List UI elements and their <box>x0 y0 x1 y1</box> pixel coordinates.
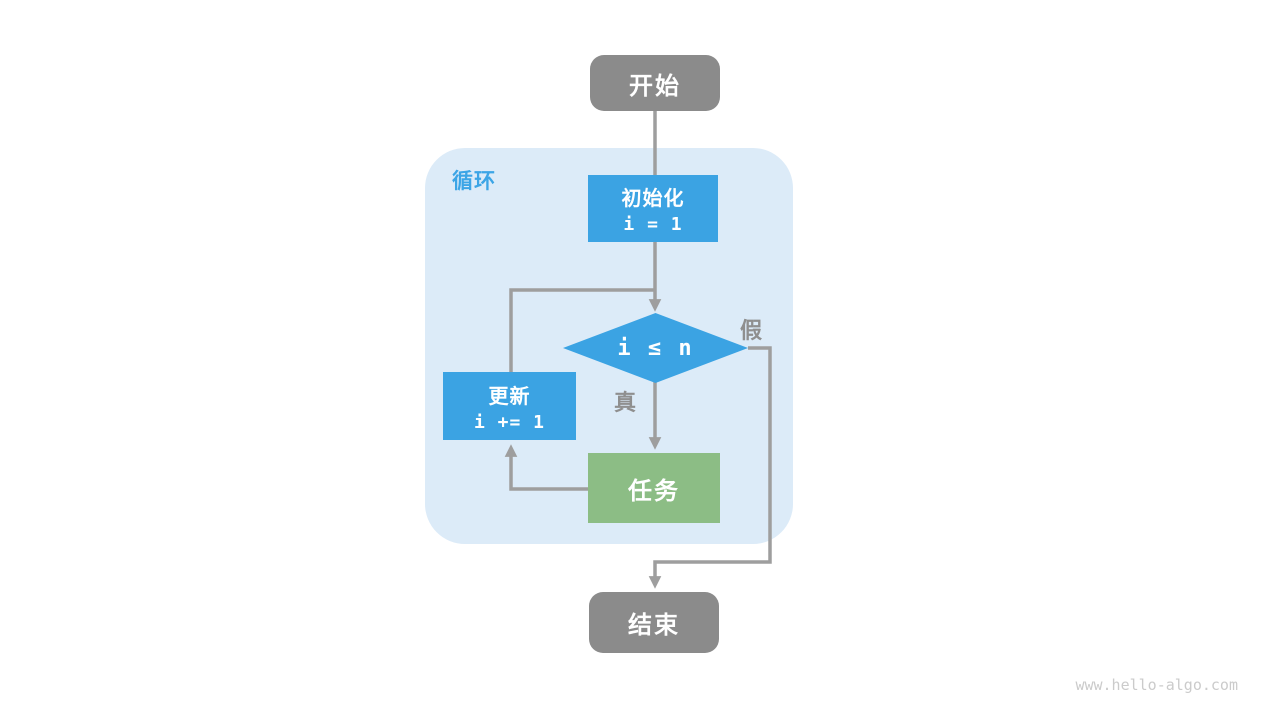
edge-condition-false <box>648 346 772 589</box>
node-task-label: 任务 <box>628 477 680 505</box>
branch-label-false: 假 <box>740 318 764 343</box>
branch-label-true: 真 <box>614 390 638 415</box>
node-task: 任务 <box>588 453 720 523</box>
node-update: 更新 i += 1 <box>443 372 576 440</box>
watermark-text: www.hello-algo.com <box>1075 676 1238 694</box>
node-end: 结束 <box>589 592 719 653</box>
node-start-label: 开始 <box>629 72 681 100</box>
node-init: 初始化 i = 1 <box>588 175 718 242</box>
node-update-title: 更新 <box>488 385 531 408</box>
condition-diamond-shape <box>563 313 748 383</box>
node-init-code: i = 1 <box>623 214 683 235</box>
edge-update-to-condition <box>509 288 655 372</box>
node-update-code: i += 1 <box>473 411 546 433</box>
edge-task-to-update <box>504 444 588 491</box>
node-condition-label: i ≤ n <box>617 335 694 361</box>
node-end-label: 结束 <box>628 612 680 639</box>
loop-container-label: 循环 <box>452 170 496 193</box>
node-start: 开始 <box>590 55 720 111</box>
node-init-title: 初始化 <box>621 188 685 210</box>
